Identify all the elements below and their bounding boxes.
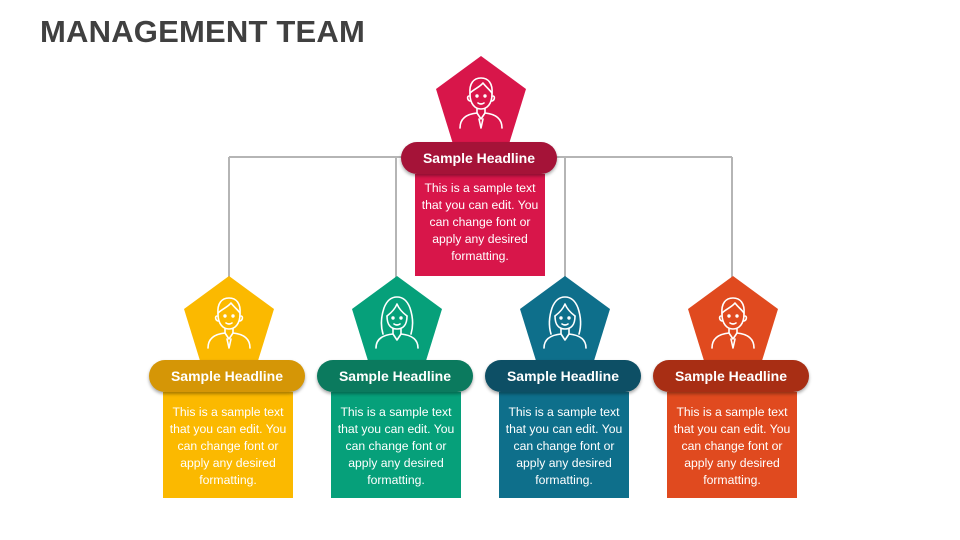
description-card: This is a sample text that you can edit.… bbox=[667, 392, 797, 498]
description-card: This is a sample text that you can edit.… bbox=[415, 174, 545, 276]
pentagon-shape bbox=[352, 276, 442, 364]
description-card: This is a sample text that you can edit.… bbox=[163, 392, 293, 498]
pentagon-shape bbox=[688, 276, 778, 364]
woman-icon bbox=[543, 296, 587, 349]
page-title: MANAGEMENT TEAM bbox=[40, 14, 366, 49]
pentagon-shape bbox=[184, 276, 274, 364]
man-icon bbox=[711, 297, 755, 349]
headline-pill: Sample Headline bbox=[653, 360, 809, 392]
headline-pill: Sample Headline bbox=[317, 360, 473, 392]
pentagon-shape bbox=[520, 276, 610, 364]
headline-pill: Sample Headline bbox=[485, 360, 641, 392]
headline-pill: Sample Headline bbox=[401, 142, 557, 174]
woman-icon bbox=[375, 296, 419, 349]
pentagon-shape bbox=[436, 56, 526, 144]
description-card: This is a sample text that you can edit.… bbox=[331, 392, 461, 498]
man-icon bbox=[459, 77, 503, 129]
headline-pill: Sample Headline bbox=[149, 360, 305, 392]
man-icon bbox=[207, 297, 251, 349]
description-card: This is a sample text that you can edit.… bbox=[499, 392, 629, 498]
